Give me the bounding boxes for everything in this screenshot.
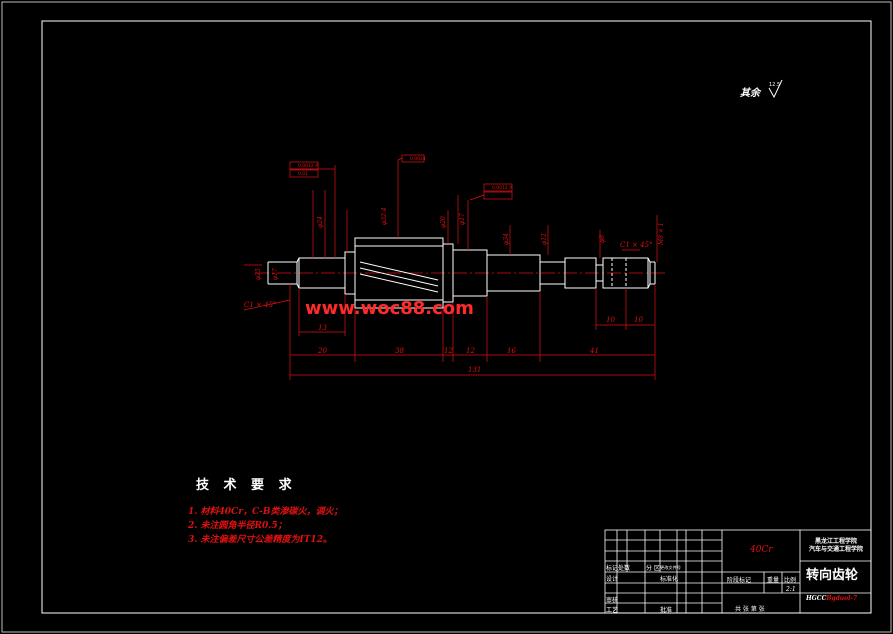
dim-seg-1: 20 bbox=[317, 347, 327, 355]
tb-label-sheets: 共 张 第 张 bbox=[735, 606, 765, 613]
dim-seg-4: 12 bbox=[466, 347, 475, 355]
dia-label-2: φ17 bbox=[272, 268, 279, 280]
tb-label-zone: 分 区 bbox=[646, 565, 660, 572]
dia-label-3: φ24 bbox=[317, 216, 324, 228]
title-block-school: 黑龙江工程学院 汽车与交通工程学院 bbox=[808, 538, 863, 553]
tb-label-design: 设计 bbox=[606, 576, 619, 583]
svg-text:12.5: 12.5 bbox=[769, 82, 780, 88]
requirements-title: 技 术 要 求 bbox=[196, 478, 297, 493]
tb-label-standardize: 标准化 bbox=[660, 576, 679, 583]
dia-label-4: φ32.4 bbox=[381, 207, 388, 225]
dim-seg-2: 38 bbox=[395, 347, 404, 355]
title-block bbox=[604, 529, 872, 614]
dimension-lines bbox=[243, 154, 658, 380]
tb-label-count: 处数 bbox=[618, 565, 631, 572]
svg-text:0.0012 A: 0.0012 A bbox=[298, 163, 319, 169]
requirement-item: 3. 未注偏差尺寸公差精度为IT12。 bbox=[188, 535, 332, 545]
svg-text:0.0024: 0.0024 bbox=[410, 156, 426, 162]
roughness-symbol: 12.5 bbox=[768, 79, 783, 99]
dim-right-step-1: 10 bbox=[606, 316, 615, 324]
requirement-item: 1. 材料40Cr，C-B类渗碳火，调火； bbox=[188, 507, 343, 517]
tb-label-review: 审核 bbox=[606, 597, 619, 604]
dimension-texts: 131 20 38 12 12 16 41 10 10 13 C1 × 45° … bbox=[244, 241, 653, 374]
requirement-item: 2. 未注圆角半径R0.5； bbox=[188, 521, 287, 531]
dim-seg-5: 16 bbox=[507, 347, 516, 355]
dim-seg-6: 41 bbox=[589, 347, 599, 355]
dim-right-step-2: 10 bbox=[634, 316, 643, 324]
dia-label-5: φ20 bbox=[440, 216, 447, 228]
tb-label-process: 工艺 bbox=[606, 607, 619, 614]
roughness-note: 其余 bbox=[740, 88, 760, 99]
tb-label-scale: 比例 bbox=[784, 577, 797, 584]
shaft-outline bbox=[267, 237, 656, 309]
tb-label-change-doc: 更改文件号 bbox=[660, 565, 682, 571]
title-block-part-name: 转向齿轮 bbox=[806, 568, 859, 583]
dia-label-1: φ25 bbox=[255, 268, 262, 280]
dim-overall: 131 bbox=[468, 366, 481, 374]
dia-label-10: M8 × 1 bbox=[658, 222, 665, 246]
dia-label-9: φ8 bbox=[599, 235, 606, 243]
dia-label-8: φ12 bbox=[541, 233, 548, 245]
dim-seg-3: 12 bbox=[444, 347, 453, 355]
tb-label-stage: 阶段标记 bbox=[727, 577, 752, 584]
title-block-drawing-number: HGCCBgduol-7 bbox=[806, 595, 858, 602]
tolerance-texts: 0.0012 A 0.01 0.0024 0.0012 A bbox=[298, 156, 513, 191]
tb-label-mark: 标记 bbox=[606, 565, 619, 572]
title-block-material: 40Cr bbox=[750, 545, 773, 555]
dim-chamfer-right: C1 × 45° bbox=[620, 241, 653, 249]
tb-label-weight: 重量 bbox=[767, 577, 780, 584]
dim-left-step: 13 bbox=[318, 324, 327, 332]
dim-chamfer-left: C1 × 45° bbox=[244, 301, 277, 309]
inner-border bbox=[41, 20, 872, 614]
diameter-labels: φ25 φ17 φ24 φ32.4 φ20 φ17 φ34 φ12 φ8 M8 … bbox=[255, 207, 665, 280]
svg-text:0.01: 0.01 bbox=[298, 171, 308, 177]
tb-label-approve: 批准 bbox=[660, 607, 673, 614]
dia-label-6: φ17 bbox=[459, 213, 466, 225]
svg-text:0.0012 A: 0.0012 A bbox=[492, 185, 513, 191]
tb-scale-value: 2:1 bbox=[786, 586, 796, 593]
watermark: www.woc88.com bbox=[305, 298, 474, 319]
dia-label-7: φ34 bbox=[503, 233, 510, 245]
